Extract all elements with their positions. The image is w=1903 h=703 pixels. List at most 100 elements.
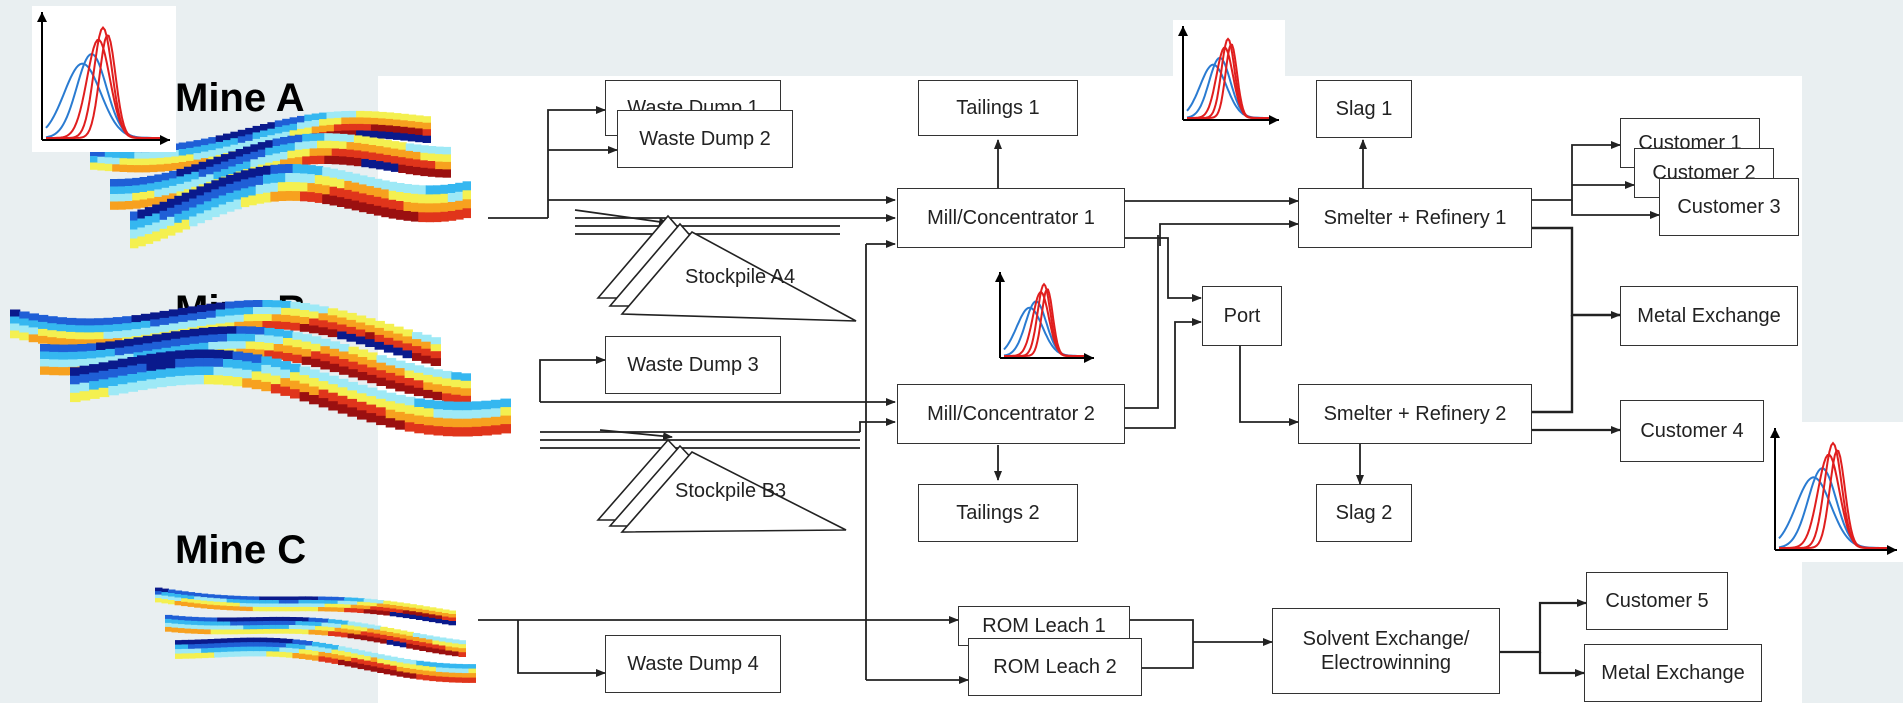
block-cell [272, 600, 280, 605]
block-cell [423, 408, 435, 418]
block-cell [318, 642, 326, 649]
mill-concentrator-1-box[interactable]: Mill/Concentrator 1 [897, 188, 1125, 248]
distribution-curve [46, 25, 160, 139]
distribution-curve [46, 34, 160, 139]
block-cell [452, 643, 460, 649]
block-cell [359, 193, 368, 204]
block-cell [89, 372, 100, 382]
block-cell [318, 603, 326, 608]
block-cell [220, 638, 229, 644]
block-cell [443, 409, 454, 420]
block-cell [302, 625, 310, 631]
waste-dump-3-box[interactable]: Waste Dump 3 [605, 336, 781, 394]
grade-distribution-chart-product [1765, 422, 1903, 562]
block-cell [40, 344, 51, 353]
block-cell [260, 130, 269, 138]
smelter-refinery-1-box[interactable]: Smelter + Refinery 1 [1298, 188, 1532, 248]
block-cell [425, 643, 434, 649]
metal-exchange-2-box[interactable]: Metal Exchange [1584, 644, 1762, 702]
block-cell [422, 675, 431, 681]
tailings-1-box[interactable]: Tailings 1 [918, 80, 1078, 136]
block-cell [324, 596, 333, 601]
block-cell [409, 668, 418, 675]
block-cell [398, 157, 407, 166]
block-cell [432, 644, 440, 650]
block-cell [270, 182, 279, 193]
block-cell [458, 640, 466, 645]
port-box[interactable]: Port [1202, 286, 1282, 346]
slag-2-box[interactable]: Slag 2 [1316, 484, 1412, 542]
connector-smelter-2-up [1531, 315, 1574, 414]
block-cell [383, 669, 392, 675]
block-cell [287, 150, 296, 159]
block-cell [328, 619, 336, 624]
block-cell [218, 177, 228, 188]
customer-3-box[interactable]: Customer 3 [1659, 178, 1799, 236]
block-cell [124, 186, 134, 195]
block-cell [462, 199, 471, 210]
block-cell [163, 163, 173, 172]
customer-2-box[interactable]: Customer 2 [1634, 148, 1774, 198]
block-cell [176, 191, 185, 200]
block-cell [265, 600, 274, 605]
block-cell [341, 624, 349, 630]
block-cell [338, 659, 346, 666]
block-cell [373, 178, 383, 189]
block-cell [197, 617, 206, 622]
block-cell [217, 326, 228, 335]
block-cell [318, 647, 326, 653]
stockpile-a4-label: Stockpile A4 [685, 266, 796, 288]
block-cell [301, 356, 312, 365]
customer-5-box[interactable]: Customer 5 [1586, 572, 1728, 630]
block-cell [447, 184, 457, 194]
customer-4-box[interactable]: Customer 4 [1620, 400, 1764, 462]
distribution-curve [1779, 441, 1887, 549]
solvent-exchange-electrowinning-box[interactable]: Solvent Exchange/ Electrowinning [1272, 608, 1500, 694]
block-cell [84, 318, 96, 327]
block-cell [376, 355, 387, 364]
block-cell [425, 185, 435, 196]
block-cell [269, 628, 277, 634]
rom-leach-2-box[interactable]: ROM Leach 2 [968, 638, 1142, 696]
block-cell [290, 301, 301, 310]
connector-to-waste-dump-4 [517, 620, 606, 677]
block-cell [178, 142, 188, 150]
block-cell [305, 654, 313, 660]
block-cell [423, 425, 435, 435]
block-cell [395, 394, 406, 405]
block-cell [390, 670, 398, 676]
block-cell [383, 611, 391, 616]
block-cell [184, 358, 196, 368]
block-cell [404, 385, 415, 394]
block-cell [240, 651, 248, 657]
block-cell [204, 629, 212, 635]
block-cell [197, 319, 208, 327]
waste-dump-4-box[interactable]: Waste Dump 4 [605, 635, 781, 693]
block-cell [174, 213, 183, 224]
block-cell [263, 174, 272, 185]
block-cell [245, 134, 254, 142]
block-cell [355, 315, 367, 324]
block-cell [368, 137, 378, 146]
block-cell [317, 148, 326, 157]
block-cell [471, 401, 483, 411]
smelter-refinery-2-box[interactable]: Smelter + Refinery 2 [1298, 384, 1532, 444]
block-cell [232, 368, 244, 378]
block-cell [421, 341, 432, 350]
block-cell [380, 634, 388, 640]
block-cell [38, 321, 49, 330]
metal-exchange-1-box[interactable]: Metal Exchange [1620, 286, 1798, 346]
block-cell [334, 619, 343, 625]
block-cell [393, 641, 401, 647]
tailings-2-box[interactable]: Tailings 2 [918, 484, 1078, 542]
block-cell [425, 212, 435, 223]
block-cell [161, 187, 171, 197]
mill-concentrator-2-box[interactable]: Mill/Concentrator 2 [897, 384, 1125, 444]
block-cell [186, 154, 195, 162]
mine-a-label: Mine A [175, 76, 305, 120]
block-cell [124, 338, 135, 348]
block-cell [377, 654, 385, 660]
waste-dump-2-box[interactable]: Waste Dump 2 [617, 110, 793, 168]
slag-1-box[interactable]: Slag 1 [1316, 80, 1412, 138]
block-cell [263, 192, 272, 203]
